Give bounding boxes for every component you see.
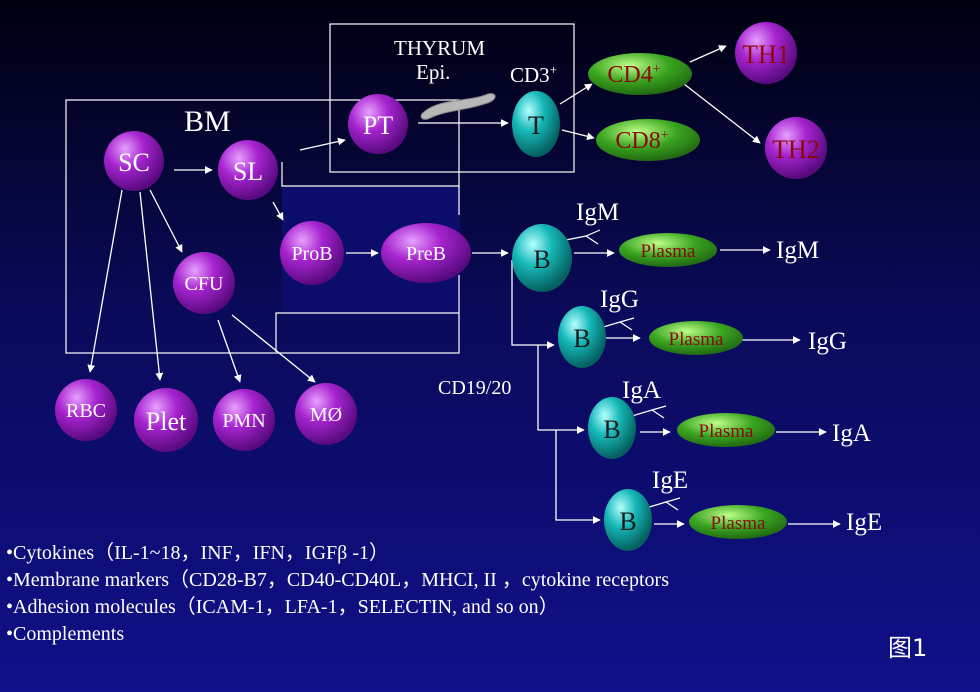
- cell-plet-label: Plet: [146, 407, 187, 436]
- cell-b-iga: B: [588, 397, 636, 459]
- cell-prob-label: ProB: [291, 243, 332, 265]
- connector-lines: [87, 45, 841, 528]
- cell-rbc-label: RBC: [66, 400, 106, 422]
- antibody-marks: [565, 229, 681, 511]
- cell-pmn: PMN: [213, 389, 275, 451]
- cell-mo-label: MØ: [310, 404, 342, 426]
- bullet-cytokines: •Cytokines（IL-1~18，INF，IFN，IGFβ -1）: [6, 542, 389, 564]
- thyrum-box: [329, 23, 575, 173]
- cell-plasma-iga-label: Plasma: [699, 421, 754, 442]
- cell-th1-label: TH1: [742, 40, 790, 69]
- cell-b-igm: B: [512, 224, 572, 292]
- figure-label: 图1: [888, 634, 928, 662]
- cell-cd8: CD8+: [596, 119, 700, 161]
- bullet-list: •Cytokines（IL-1~18，INF，IFN，IGFβ -1） •Mem…: [6, 540, 669, 648]
- cell-b-igg-label: B: [573, 324, 590, 353]
- cell-b-ige: B: [604, 489, 652, 551]
- cd19-label: CD19/20: [438, 377, 511, 399]
- cell-plasma-igg-label: Plasma: [669, 329, 724, 350]
- cell-cfu-label: CFU: [185, 273, 224, 295]
- cell-b-igg: B: [558, 306, 606, 368]
- cell-prob: ProB: [280, 221, 344, 285]
- igm-above-label: IgM: [576, 199, 619, 226]
- cell-b-igm-label: B: [533, 245, 550, 274]
- cell-preb-label: PreB: [406, 243, 446, 265]
- igg-output-label: IgG: [808, 328, 847, 355]
- cell-mo: MØ: [295, 383, 357, 445]
- epi-label: Epi.: [416, 60, 450, 84]
- cell-plasma-ige: Plasma: [689, 505, 787, 539]
- cell-sl: SL: [218, 140, 278, 200]
- cell-th2: TH2: [765, 117, 827, 179]
- igg-above-label: IgG: [600, 286, 639, 313]
- thyrum-label: THYRUM: [394, 36, 485, 60]
- cell-plasma-ige-label: Plasma: [711, 513, 766, 534]
- bm-box-step: [281, 162, 460, 215]
- cell-cd4-label: CD4+: [607, 62, 660, 88]
- cell-pt-label: PT: [363, 111, 393, 140]
- cell-sc: SC: [104, 131, 164, 191]
- cell-th1: TH1: [735, 22, 797, 84]
- cell-t: T: [512, 91, 560, 157]
- bm-label: BM: [184, 105, 231, 138]
- igm-output-label: IgM: [776, 237, 819, 264]
- cell-preb: PreB: [381, 223, 471, 283]
- cell-plasma-igm-label: Plasma: [641, 241, 696, 262]
- epithelium-shape: [420, 93, 496, 120]
- bullet-membrane-markers: •Membrane markers（CD28-B7，CD40-CD40L，MHC…: [6, 569, 669, 591]
- iga-output-label: IgA: [832, 420, 871, 447]
- cell-sc-label: SC: [118, 148, 150, 177]
- cell-sl-label: SL: [233, 157, 263, 186]
- iga-above-label: IgA: [622, 377, 661, 404]
- bm-box-step-lower: [275, 275, 460, 352]
- cell-plasma-iga: Plasma: [677, 413, 775, 447]
- cell-plet: Plet: [134, 388, 198, 452]
- cell-cd4: CD4+: [588, 53, 692, 95]
- cell-b-ige-label: B: [619, 507, 636, 536]
- cd3-label: CD3+: [510, 62, 557, 87]
- cell-rbc: RBC: [55, 379, 117, 441]
- ige-output-label: IgE: [846, 509, 882, 536]
- cell-cd8-label: CD8+: [615, 128, 668, 154]
- cell-b-iga-label: B: [603, 415, 620, 444]
- cell-pmn-label: PMN: [222, 410, 265, 432]
- ige-above-label: IgE: [652, 467, 688, 494]
- bullet-adhesion-molecules: •Adhesion molecules（ICAM-1，LFA-1，SELECTI…: [6, 596, 559, 618]
- bullet-complements: •Complements: [6, 623, 125, 645]
- cell-plasma-igm: Plasma: [619, 233, 717, 267]
- cell-pt: PT: [348, 94, 408, 154]
- cell-cfu: CFU: [173, 252, 235, 314]
- cell-plasma-igg: Plasma: [649, 321, 743, 355]
- cell-t-label: T: [528, 111, 544, 140]
- cell-th2-label: TH2: [772, 135, 820, 164]
